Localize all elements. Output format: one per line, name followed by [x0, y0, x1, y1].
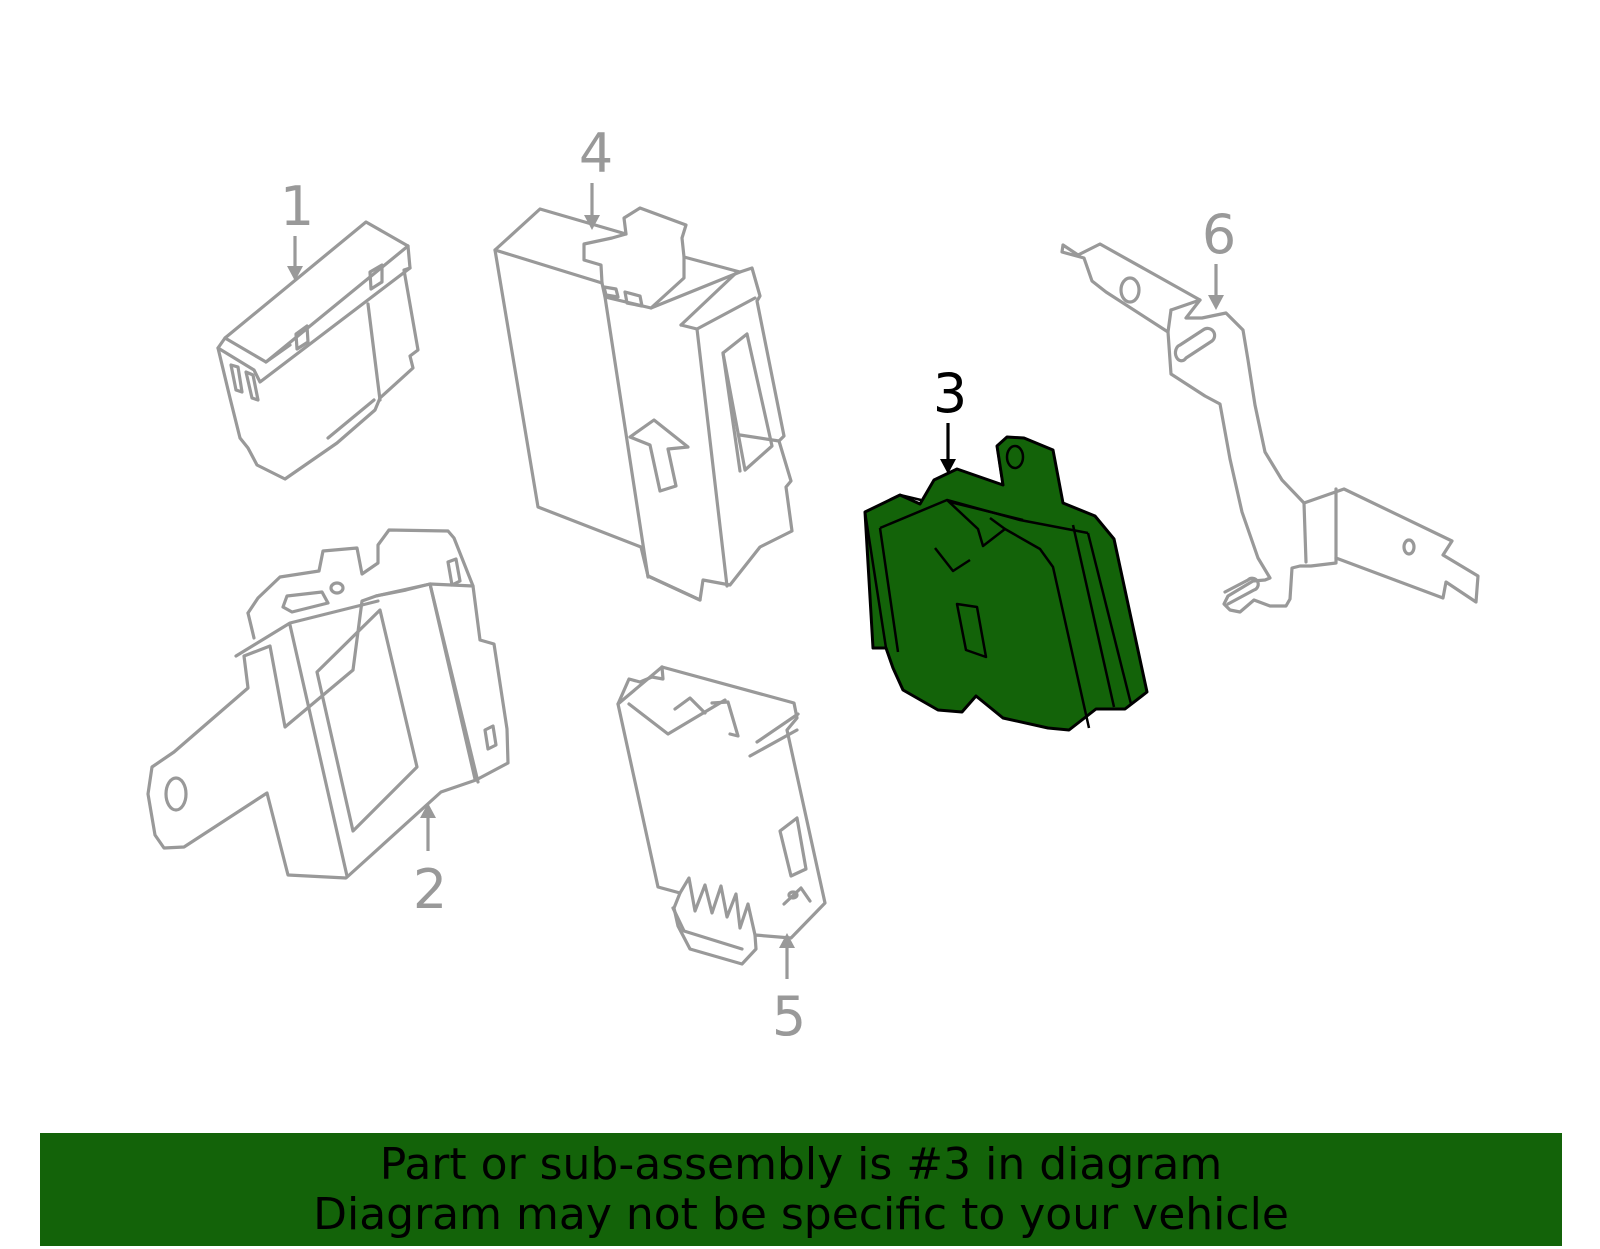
part-3-module-highlighted[interactable]	[863, 435, 1149, 732]
callout-2-arrow	[420, 803, 436, 851]
part-2-module[interactable]	[146, 528, 510, 880]
callout-3-label: 3	[933, 362, 967, 425]
banner-line-2: Diagram may not be specific to your vehi…	[313, 1188, 1289, 1240]
callout-5-arrow	[779, 933, 795, 979]
part-5-module[interactable]	[616, 665, 827, 966]
part-6-bracket[interactable]	[1060, 242, 1480, 614]
callout-1-arrow	[287, 236, 303, 281]
callout-6-label: 6	[1202, 203, 1236, 266]
callout-5-label: 5	[772, 985, 806, 1048]
callout-3-arrow	[940, 423, 956, 474]
part-4-module[interactable]	[493, 206, 794, 602]
callout-1-label: 1	[280, 175, 314, 238]
callout-4-arrow	[584, 183, 600, 230]
callout-6-arrow	[1208, 264, 1224, 310]
callout-2-label: 2	[413, 858, 447, 921]
callout-4-label: 4	[579, 122, 613, 185]
banner-line-1: Part or sub-assembly is #3 in diagram	[379, 1138, 1223, 1190]
info-banner: Part or sub-assembly is #3 in diagram Di…	[40, 1133, 1562, 1246]
part-1-module[interactable]	[216, 220, 420, 481]
